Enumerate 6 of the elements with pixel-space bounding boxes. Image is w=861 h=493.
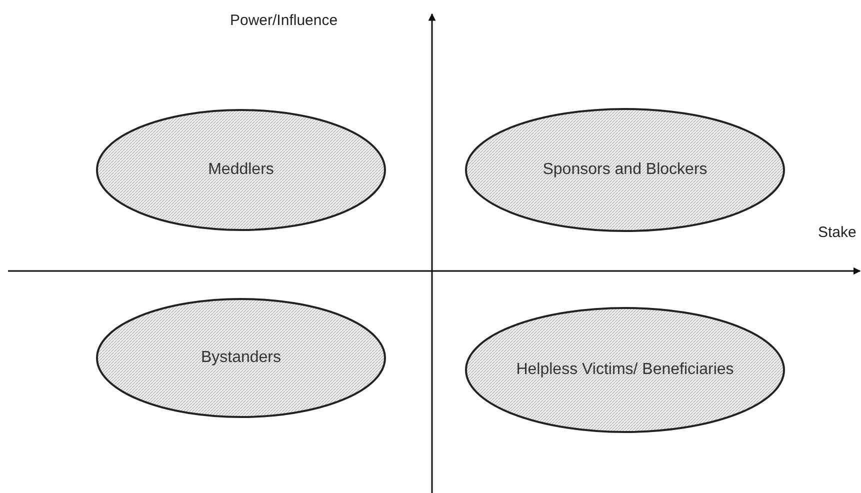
- quadrant-label: Helpless Victims/ Beneficiaries: [516, 360, 734, 380]
- axis-label: Stake: [818, 224, 856, 241]
- quadrant-label: Meddlers: [208, 160, 274, 180]
- axis-label: Power/Influence: [230, 12, 338, 29]
- quadrant-label: Sponsors and Blockers: [542, 160, 708, 180]
- quadrant-label: Bystanders: [200, 348, 282, 368]
